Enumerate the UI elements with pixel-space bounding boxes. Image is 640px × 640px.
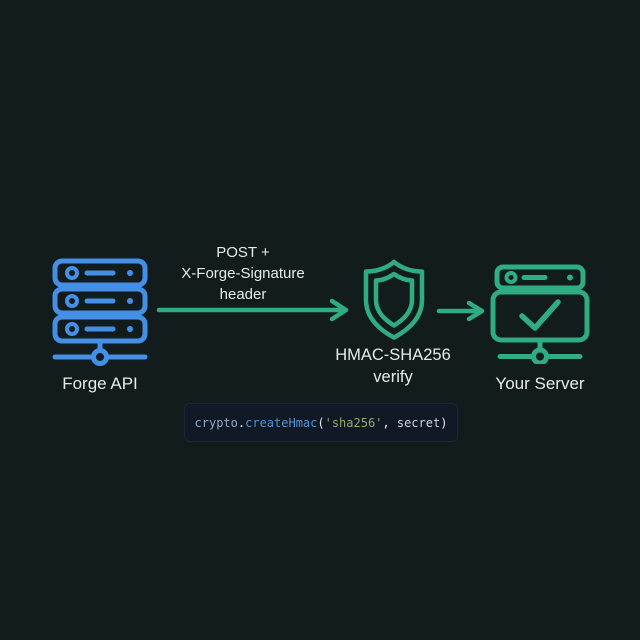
code-snippet: crypto.createHmac('sha256', secret) <box>184 403 458 442</box>
code-token-open-paren: ( <box>317 415 325 430</box>
forge-api-label: Forge API <box>62 374 138 393</box>
code-token-close-paren: ) <box>440 415 448 430</box>
code-token-string: 'sha256' <box>324 415 383 430</box>
request-arrow-label-line3: header <box>219 286 267 303</box>
server-stack-icon <box>52 258 148 366</box>
code-token-comma: , <box>382 415 397 430</box>
code-token-variable: secret <box>396 415 441 430</box>
hmac-verify-node <box>356 258 432 342</box>
request-arrow-label: POST + X-Forge-Signature header <box>153 242 333 305</box>
code-token-object: crypto <box>194 415 238 430</box>
forge-api-node <box>50 254 150 366</box>
shield-icon <box>363 259 425 340</box>
code-token-function: createHmac <box>245 415 318 430</box>
your-server-label: Your Server <box>495 374 585 393</box>
code-token-dot: . <box>237 415 246 430</box>
your-server-node <box>490 260 590 364</box>
hmac-verify-label-line2: verify <box>373 368 413 386</box>
request-arrow-label-line2: X-Forge-Signature <box>181 265 305 282</box>
arrow-right-icon <box>156 298 349 322</box>
arrow-right-icon <box>436 300 485 322</box>
server-check-icon <box>490 264 590 364</box>
request-arrow-label-line1: POST + <box>216 244 270 261</box>
hmac-verify-label: HMAC-SHA256 verify <box>313 344 473 388</box>
hmac-verify-label-line1: HMAC-SHA256 <box>335 346 451 364</box>
